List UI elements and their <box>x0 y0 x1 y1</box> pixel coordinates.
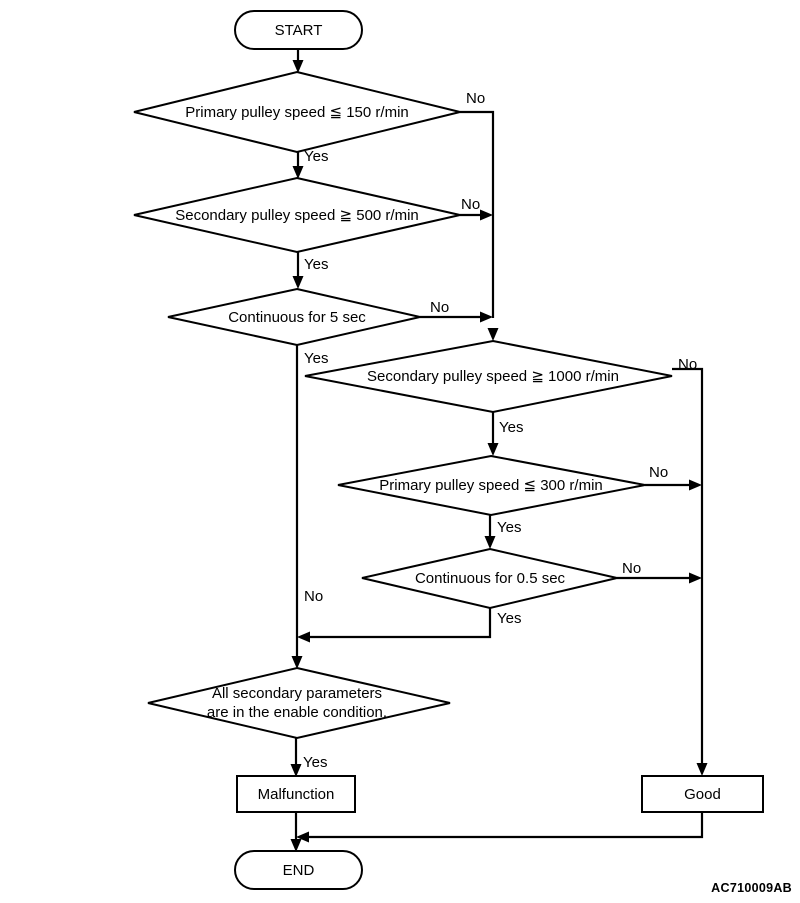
edge-d2-yes-to-d3 <box>292 252 304 289</box>
edge-label-d6-yes: Yes <box>497 610 521 627</box>
figure-code: AC710009AB <box>711 881 792 895</box>
edge-d1-yes-to-d2 <box>292 152 304 179</box>
edge-label-d1-no: No <box>466 90 485 107</box>
node-decision-secondary-1000[interactable]: Secondary pulley speed ≧ 1000 r/min <box>304 339 673 414</box>
node-decision-continuous-05sec[interactable]: Continuous for 0.5 sec <box>361 547 618 610</box>
node-end-label: END <box>283 862 315 879</box>
edge-d6-no-to-far-rail <box>617 572 702 584</box>
edge-label-d6-no: No <box>622 560 641 577</box>
edge-d7-yes-to-malfunction <box>290 738 302 777</box>
edge-label-d5-no: No <box>649 464 668 481</box>
edge-d5-no-to-far-rail <box>645 479 702 491</box>
node-start[interactable]: START <box>234 10 363 50</box>
node-d4-label: Secondary pulley speed ≧ 1000 r/min <box>367 368 619 385</box>
edge-label-d1-yes: Yes <box>304 148 328 165</box>
node-good[interactable]: Good <box>641 775 764 813</box>
node-d7-label-line2: are in the enable condition. <box>207 704 387 721</box>
node-start-label: START <box>275 22 323 39</box>
edge-label-d4-no: No <box>678 356 697 373</box>
node-d3-label: Continuous for 5 sec <box>228 309 366 326</box>
node-decision-continuous-5sec[interactable]: Continuous for 5 sec <box>167 287 421 347</box>
edge-d5-yes-to-d6 <box>484 515 496 549</box>
edge-d6-yes-to-left-rail <box>297 608 492 643</box>
node-d7-label-line1: All secondary parameters <box>212 685 382 702</box>
node-good-label: Good <box>684 786 721 803</box>
edge-start-to-d1 <box>292 48 304 73</box>
node-malfunction-label: Malfunction <box>258 786 335 803</box>
node-decision-secondary-500[interactable]: Secondary pulley speed ≧ 500 r/min <box>133 176 461 254</box>
edge-label-d7-left-no: No <box>304 588 323 605</box>
edge-d2-no-to-rail <box>460 209 493 221</box>
edge-label-d2-yes: Yes <box>304 256 328 273</box>
edge-d4-yes-to-d5 <box>487 412 499 456</box>
edge-label-d3-no: No <box>430 299 449 316</box>
edge-label-d3-yes: Yes <box>304 350 328 367</box>
edge-rail-to-d4 <box>487 328 499 341</box>
edge-label-d2-no: No <box>461 196 480 213</box>
edge-label-d7-yes: Yes <box>303 754 327 771</box>
edge-d1-no-to-rail <box>460 110 495 318</box>
edge-malfunction-to-end <box>290 812 302 852</box>
node-d1-label: Primary pulley speed ≦ 150 r/min <box>185 104 409 121</box>
edge-label-d4-yes: Yes <box>499 419 523 436</box>
node-end[interactable]: END <box>234 850 363 890</box>
edge-d3-no-to-rail <box>420 311 493 323</box>
edge-d4-no-to-far-rail <box>672 367 708 776</box>
node-d6-label: Continuous for 0.5 sec <box>415 570 566 587</box>
node-d2-label: Secondary pulley speed ≧ 500 r/min <box>175 207 419 224</box>
edge-label-d5-yes: Yes <box>497 519 521 536</box>
node-decision-secondary-parameters[interactable]: All secondary parameters are in the enab… <box>147 666 451 740</box>
edge-d3-yes-to-d7 <box>291 345 303 669</box>
node-decision-primary-150[interactable]: Primary pulley speed ≦ 150 r/min <box>133 70 461 154</box>
edge-good-to-end-join <box>296 812 704 843</box>
node-malfunction[interactable]: Malfunction <box>236 775 356 813</box>
node-decision-primary-300[interactable]: Primary pulley speed ≦ 300 r/min <box>337 454 646 517</box>
node-d5-label: Primary pulley speed ≦ 300 r/min <box>379 477 603 494</box>
